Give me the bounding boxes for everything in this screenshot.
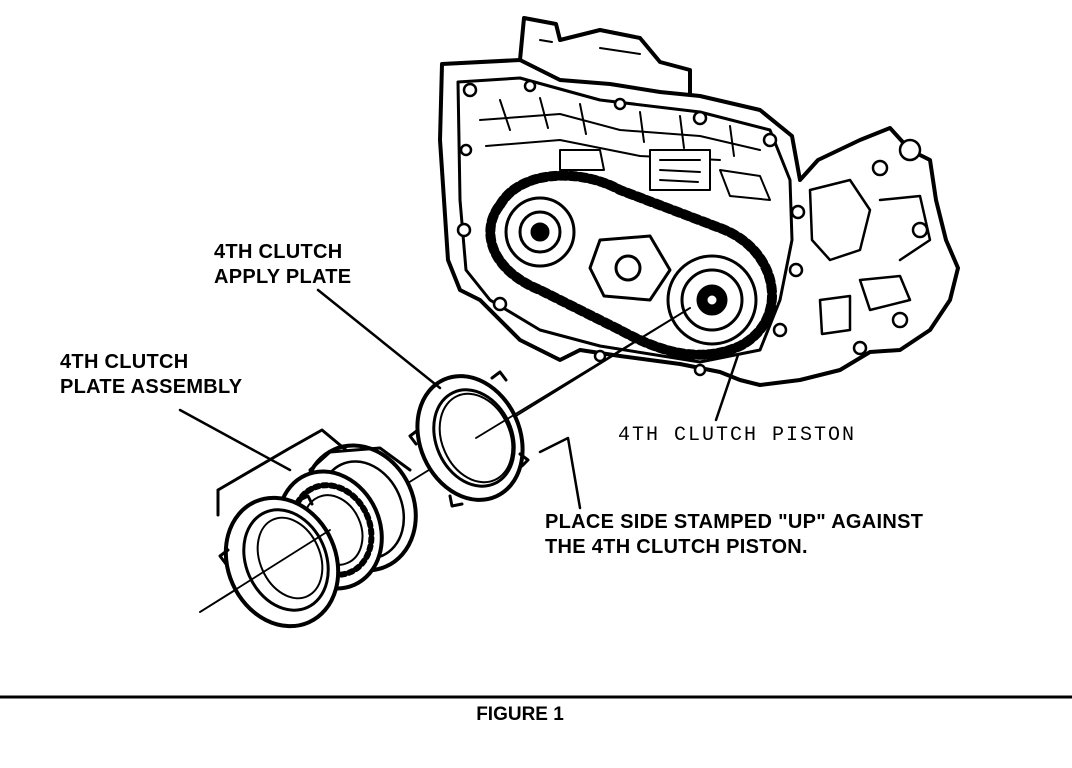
label-stamped-up-note: PLACE SIDE STAMPED "UP" AGAINST THE 4TH … [545, 510, 923, 560]
label-plate-assembly-line-2: PLATE ASSEMBLY [60, 376, 243, 398]
label-plate-assembly-line-1: 4TH CLUTCH [60, 351, 189, 373]
label-clutch-piston: 4TH CLUTCH PISTON [618, 424, 857, 447]
label-apply-plate-line-1: 4TH CLUTCH [214, 241, 343, 263]
label-plate-assembly: 4TH CLUTCH PLATE ASSEMBLY [60, 350, 242, 400]
clutch-plate-assembly [199, 428, 418, 629]
figure-caption: FIGURE 1 [476, 704, 564, 725]
transmission-case [438, 16, 960, 387]
label-apply-plate: 4TH CLUTCH APPLY PLATE [214, 240, 351, 290]
apply-plate-ring [408, 307, 691, 508]
label-note-line-1: PLACE SIDE STAMPED "UP" AGAINST [545, 511, 924, 533]
label-note-line-2: THE 4TH CLUTCH PISTON. [545, 536, 808, 558]
label-apply-plate-line-2: APPLY PLATE [214, 266, 352, 288]
leader-lines [178, 288, 740, 510]
